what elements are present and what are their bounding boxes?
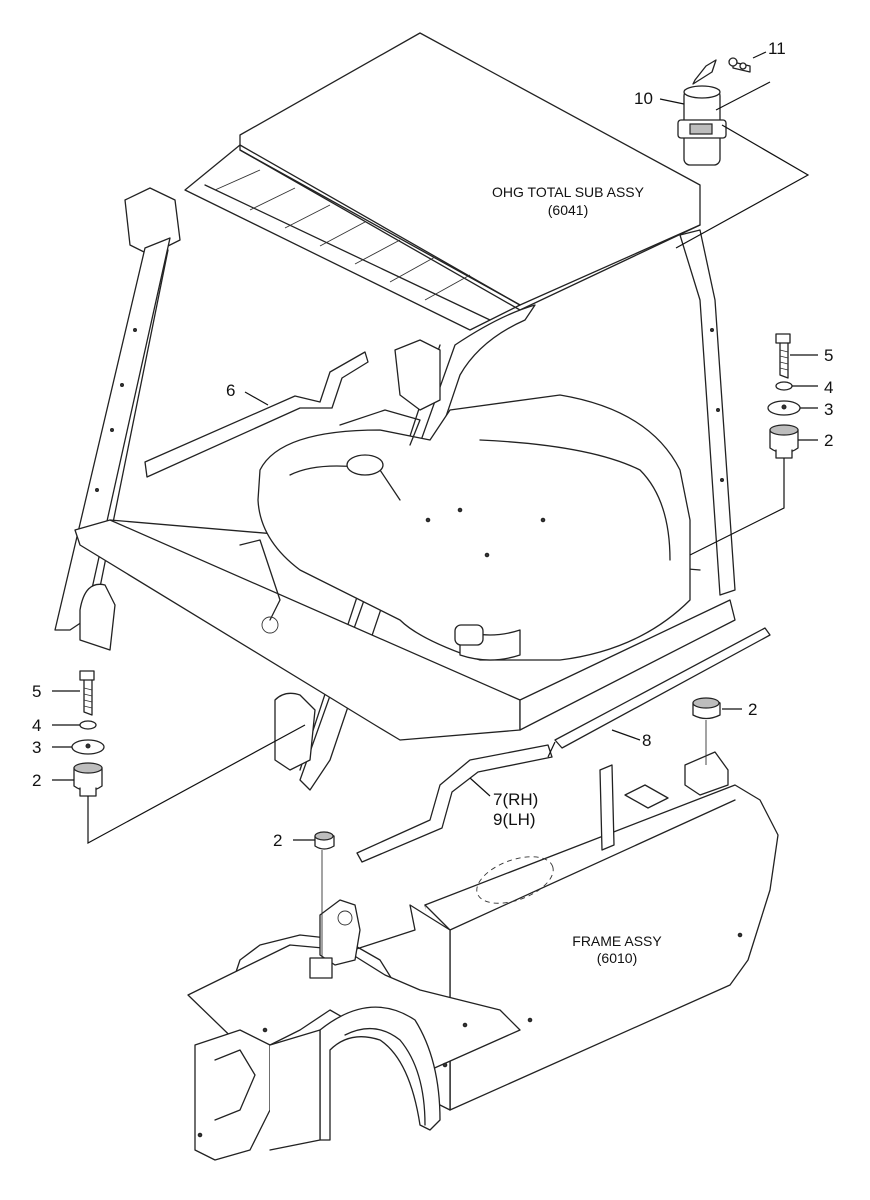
ohg-assembly-name: OHG TOTAL SUB ASSY [492, 184, 645, 200]
callout-2-right-top: 2 [824, 431, 833, 450]
callout-8: 8 [642, 731, 651, 750]
callout-7-rh: 7(RH) [493, 790, 538, 809]
callout-2-center: 2 [273, 831, 282, 850]
callout-5-right: 5 [824, 346, 833, 365]
callout-4-right: 4 [824, 378, 833, 397]
seal-strip-6 [144, 351, 369, 478]
mount-rubber-right-low [692, 697, 721, 765]
frame-assembly [187, 751, 779, 1161]
frame-assembly-name: FRAME ASSY [572, 933, 662, 949]
callout-3-right: 3 [824, 400, 833, 419]
mount-rubber-center [314, 831, 335, 958]
callout-6: 6 [226, 381, 235, 400]
callout-2-right-low: 2 [748, 700, 757, 719]
mount-hardware-right [767, 333, 801, 459]
callout-10: 10 [634, 89, 653, 108]
fire-extinguisher-icon [677, 59, 727, 166]
mount-hardware-left [71, 670, 105, 797]
callout-9-lh: 9(LH) [493, 810, 536, 829]
seal-strip-8 [554, 627, 771, 749]
callout-11: 11 [768, 39, 786, 58]
bolt-11-icon [728, 57, 751, 73]
callout-2-left: 2 [32, 771, 41, 790]
seal-strip-7-9 [356, 744, 553, 863]
frame-assembly-code: (6010) [597, 950, 637, 966]
ohg-assembly-code: (6041) [548, 202, 588, 218]
callout-3-left: 3 [32, 738, 41, 757]
ohg-assembly [54, 32, 736, 791]
callout-5-left: 5 [32, 682, 41, 701]
callout-4-left: 4 [32, 716, 41, 735]
leader-lines [52, 51, 818, 845]
